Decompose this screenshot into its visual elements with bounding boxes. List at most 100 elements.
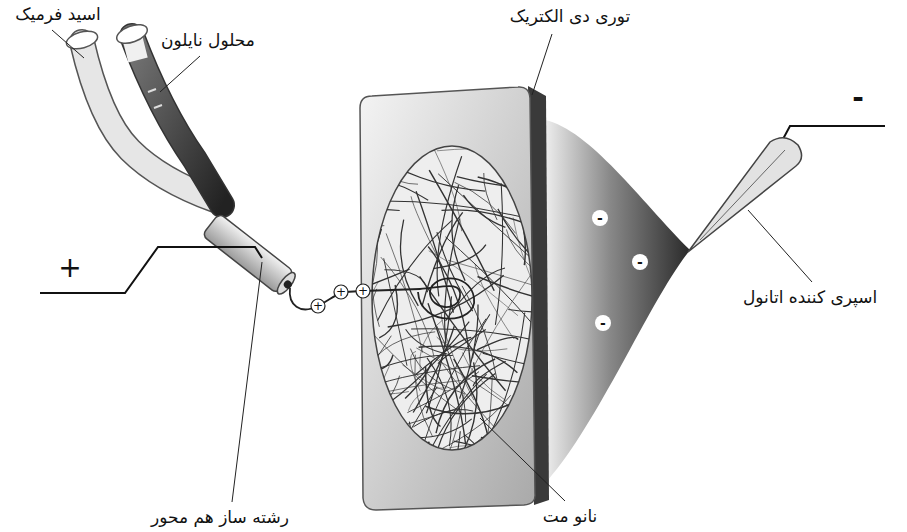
part-label: نانو مت (543, 506, 598, 526)
nylon-tube (132, 36, 222, 205)
spray-cone (545, 120, 690, 480)
coaxial-nozzle (202, 213, 300, 298)
fiber (340, 393, 375, 511)
fiber (495, 183, 502, 324)
fiber (417, 439, 509, 505)
fiber (372, 426, 411, 476)
fiber (409, 422, 427, 532)
fiber (363, 229, 381, 323)
sprayer-inner-line (700, 150, 785, 240)
fiber (284, 209, 399, 229)
fiber (465, 435, 490, 470)
fiber (434, 150, 461, 232)
fiber (366, 366, 480, 388)
fiber (483, 353, 600, 371)
leader-lines (52, 30, 812, 502)
fiber (405, 361, 432, 398)
fiber (251, 226, 384, 251)
charge-circle (632, 254, 648, 270)
charge-circle (592, 210, 608, 226)
fiber (377, 171, 418, 184)
part-label: رشته ساز هم محور (151, 507, 289, 527)
charge-sign: - (600, 315, 606, 332)
fiber (512, 186, 525, 265)
charge-sign: + (313, 299, 323, 313)
fiber (366, 332, 435, 370)
fiber (366, 160, 389, 221)
fiber (506, 229, 537, 273)
charge-circle (334, 285, 348, 299)
fiber (381, 160, 486, 192)
charge-circle (595, 315, 611, 331)
fiber (351, 376, 399, 423)
charge-circle (356, 284, 370, 298)
positive-wire (40, 247, 262, 293)
fiber (258, 187, 378, 244)
fiber (448, 260, 553, 291)
tube-label: محلول نایلون (161, 30, 255, 50)
fiber (287, 424, 375, 530)
charged-jet (290, 278, 474, 318)
fiber (419, 346, 518, 373)
fiber (375, 387, 437, 500)
fiber (519, 146, 596, 180)
fiber (381, 257, 434, 357)
fiber (400, 220, 418, 306)
fiber (455, 182, 516, 233)
fiber (298, 336, 391, 438)
fiber (442, 210, 550, 233)
fiber (475, 264, 514, 338)
fiber (416, 191, 453, 312)
fiber (484, 173, 497, 220)
fiber (438, 174, 543, 269)
fiber (446, 268, 506, 321)
fiber (531, 157, 601, 181)
fiber (416, 348, 538, 429)
fiber (384, 258, 407, 365)
charge-circle (311, 299, 325, 313)
fiber (477, 337, 518, 349)
fiber (477, 443, 546, 532)
fiber (367, 302, 375, 385)
fiber (437, 149, 500, 151)
fiber (457, 177, 581, 189)
charge-sign: + (336, 285, 346, 299)
fiber (478, 177, 530, 208)
fiber (372, 228, 380, 327)
fiber (331, 213, 373, 317)
ethanol-sprayer (688, 138, 802, 252)
formic-opening (64, 28, 99, 52)
fiber (518, 422, 548, 493)
nano-mat (372, 146, 532, 450)
fiber-texture (251, 146, 629, 532)
fiber (290, 159, 373, 280)
part-label: اسپری کننده اتانول (743, 287, 877, 307)
fiber (324, 408, 460, 445)
fiber (351, 355, 393, 371)
fiber (410, 351, 420, 391)
tube-label: اسید فرمیک (15, 4, 100, 24)
fiber (481, 438, 605, 449)
charge-sign: + (358, 284, 368, 298)
fiber (525, 379, 542, 444)
fiber (446, 237, 542, 335)
fiber (508, 310, 586, 314)
fiber (428, 303, 466, 444)
fiber (478, 449, 521, 532)
charge-sign: - (637, 254, 643, 271)
fiber (300, 158, 375, 286)
fiber (506, 410, 629, 427)
fiber (332, 442, 430, 532)
fiber (516, 396, 572, 497)
fiber (413, 326, 454, 412)
fiber (305, 425, 380, 509)
fiber (327, 366, 390, 462)
fiber (382, 419, 472, 438)
fiber (452, 185, 465, 281)
nylon-tube-outline (132, 36, 222, 205)
fiber (523, 204, 580, 229)
fiber (498, 209, 592, 296)
fiber (378, 183, 428, 200)
